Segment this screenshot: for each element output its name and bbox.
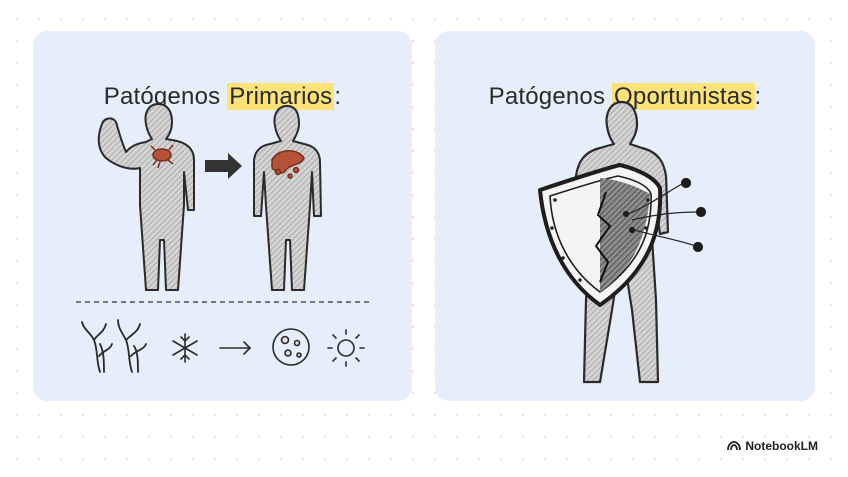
spore-cell-icon (272, 328, 310, 366)
cracked-shield-icon (538, 163, 663, 307)
title-suffix: : (754, 83, 762, 110)
notebooklm-brand: NotebookLM (727, 439, 818, 453)
panel-title: Patógenos Oportunistas: (435, 83, 815, 111)
sun-icon (327, 329, 365, 367)
primary-pathogens-panel: Patógenos Primarios: (33, 31, 412, 401)
title-highlight: Primarios (227, 83, 335, 110)
pathogen-icon (271, 150, 305, 179)
infected-body-figure (253, 105, 322, 291)
right-arrow-icon (219, 341, 252, 355)
title-highlight: Oportunistas (612, 83, 755, 110)
brand-label: NotebookLM (745, 439, 818, 453)
healthy-body-figure (97, 103, 195, 291)
transition-arrow-icon (205, 153, 242, 179)
tree-fungus-icon (81, 319, 147, 373)
panel-title: Patógenos Primarios: (33, 83, 412, 111)
invading-microbes-icon (622, 177, 707, 253)
snowflake-icon (172, 333, 198, 363)
title-prefix: Patógenos (488, 83, 613, 110)
pathogen-icon (150, 144, 174, 169)
notebooklm-logo-icon (727, 441, 742, 451)
title-suffix: : (334, 83, 342, 110)
